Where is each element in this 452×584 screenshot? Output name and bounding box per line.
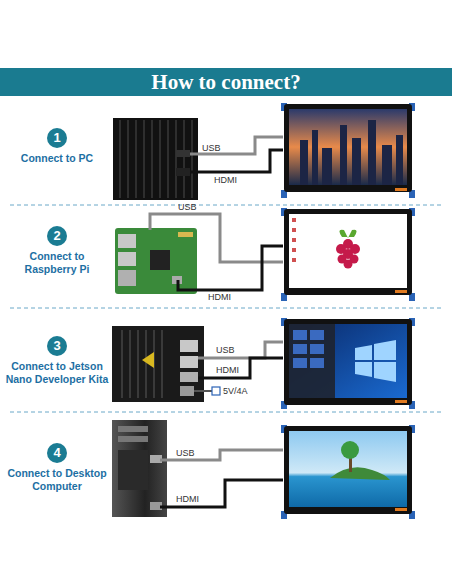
step-node: 2Connect to Raspberry Pi (5, 226, 109, 276)
cable (160, 450, 283, 507)
lcd-screen (281, 318, 415, 409)
step-number-row: 3 (5, 336, 109, 356)
step-node: 1Connect to PC (5, 128, 109, 165)
cable-label: 5V/4A (223, 386, 248, 396)
step-node: 4Connect to Desktop Computer (5, 443, 109, 493)
cable (150, 214, 283, 290)
step-number: 3 (47, 336, 67, 356)
cable (194, 342, 283, 391)
cable-label: HDMI (214, 175, 237, 185)
lcd-screen (281, 208, 415, 301)
desktop-tower (112, 420, 167, 517)
step-number: 1 (47, 128, 67, 148)
step-caption: Connect to Desktop Computer (5, 467, 109, 493)
cable-label: USB (202, 143, 221, 153)
lcd-screen (281, 103, 415, 198)
cable-label: HDMI (176, 494, 199, 504)
diagram-title: How to connect? (0, 68, 452, 96)
lcd-screen (281, 425, 415, 519)
step-number-row: 2 (5, 226, 109, 246)
cable (190, 137, 283, 172)
mini-pc (113, 118, 198, 200)
step-number: 4 (47, 443, 67, 463)
step-caption: Connect to Jetson Nano Developer Kita (5, 360, 109, 386)
step-node: 3Connect to Jetson Nano Developer Kita (5, 336, 109, 386)
power-icon (212, 387, 220, 395)
raspberry-pi-board (115, 228, 197, 294)
cable-label: HDMI (208, 292, 231, 302)
step-number: 2 (47, 226, 67, 246)
step-number-row: 1 (5, 128, 109, 148)
cable-label: USB (178, 202, 197, 212)
step-caption: Connect to Raspberry Pi (5, 250, 109, 276)
step-caption: Connect to PC (5, 152, 109, 165)
cable-label: HDMI (216, 365, 239, 375)
cable-label: USB (216, 345, 235, 355)
step-number-row: 4 (5, 443, 109, 463)
cable-label: USB (176, 448, 195, 458)
jetson-nano-board (112, 326, 204, 402)
title-band (0, 68, 452, 96)
